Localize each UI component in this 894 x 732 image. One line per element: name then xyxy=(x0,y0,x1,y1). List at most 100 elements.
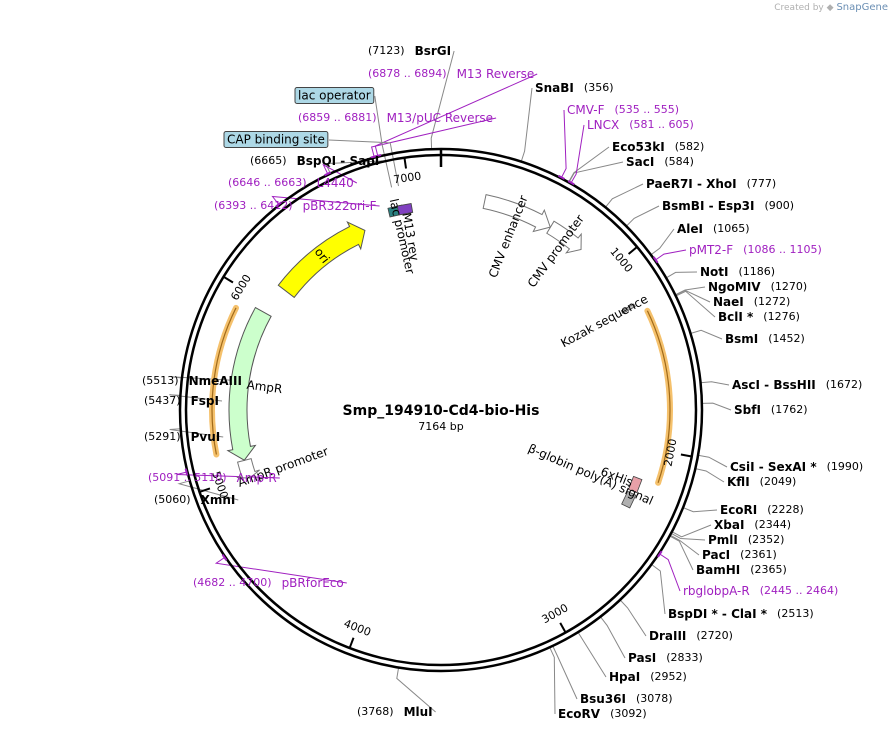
site-label-text: PacI(2361) xyxy=(702,548,777,562)
site-label-text: (6646 .. 6663)L4440 xyxy=(228,176,354,190)
site-position: (6646 .. 6663) xyxy=(228,176,307,189)
feature-cmv-enhancer[interactable] xyxy=(482,194,551,233)
site-label-text: BclI * (1276) xyxy=(718,310,800,324)
enzyme-ecori[interactable]: EcoRI(2228) xyxy=(720,503,804,517)
primer-m13-reverse[interactable]: (6878 .. 6894)M13 Reverse xyxy=(368,67,534,81)
site-position: (1990) xyxy=(827,460,864,473)
enzyme-paci[interactable]: PacI(2361) xyxy=(702,548,777,562)
feature-6xhis[interactable] xyxy=(627,475,643,494)
enzyme-alei[interactable]: AleI(1065) xyxy=(677,222,750,236)
enzyme-bsu36i[interactable]: Bsu36I(3078) xyxy=(580,692,673,706)
enzyme-csii-sexai[interactable]: CsiI - SexAI * (1990) xyxy=(730,460,863,474)
enzyme-bsrgi[interactable]: (7123)BsrGI xyxy=(368,44,451,58)
enzyme-bsmi[interactable]: BsmI(1452) xyxy=(725,332,805,346)
enzyme-bspqi-sapi[interactable]: (6665)BspQI - SapI xyxy=(250,154,379,168)
primer-pmt2-f[interactable]: pMT2-F(1086 .. 1105) xyxy=(689,243,822,257)
enzyme-saci[interactable]: SacI(584) xyxy=(626,155,694,169)
site-name: NotI xyxy=(700,265,729,279)
leader-line xyxy=(600,616,626,659)
feature-ampr-promoter[interactable] xyxy=(236,458,260,479)
enzyme-bspdi-clai[interactable]: BspDI * - ClaI *(2513) xyxy=(668,607,814,621)
primer-pbr322ori-f[interactable]: (6393 .. 6412)pBR322ori-F xyxy=(214,199,377,213)
feature-ori[interactable] xyxy=(277,220,366,299)
feature-ampr[interactable] xyxy=(226,306,272,461)
enzyme-naei[interactable]: NaeI(1272) xyxy=(713,295,790,309)
primer-amp-r[interactable]: (5091 .. 5110)Amp-R xyxy=(148,471,277,485)
enzyme-nmeaiii[interactable]: (5513)NmeAIII xyxy=(142,374,242,388)
enzyme-snabi[interactable]: SnaBI(356) xyxy=(535,81,614,95)
boxed-lac-operator[interactable]: lac operator xyxy=(294,87,375,104)
enzyme-xmni[interactable]: (5060)XmnI xyxy=(154,493,235,507)
enzyme-mlui[interactable]: (3768)MluI xyxy=(357,705,433,719)
feature-cmv-promoter[interactable] xyxy=(546,220,582,254)
leader-line xyxy=(169,394,223,402)
site-label-text: NgoMIV(1270) xyxy=(708,280,807,294)
site-position: (2720) xyxy=(696,629,733,642)
leader-line xyxy=(374,95,393,188)
enzyme-noti[interactable]: NotI(1186) xyxy=(700,265,775,279)
enzyme-fspi[interactable]: (5437)FspI xyxy=(144,394,219,408)
feature-m13-rev[interactable] xyxy=(396,203,414,216)
ruler-label: 6000 xyxy=(228,272,254,303)
site-position: (3768) xyxy=(357,705,394,718)
primer-rbglobpa-r[interactable]: rbglobpA-R(2445 .. 2464) xyxy=(683,584,838,598)
leader-line xyxy=(520,87,533,162)
label-leader-lines xyxy=(169,50,732,715)
leader-line xyxy=(682,507,718,513)
site-name: M13/pUC Reverse xyxy=(387,111,494,125)
site-position: (1276) xyxy=(763,310,800,323)
site-label-text: (5060)XmnI xyxy=(154,493,235,507)
enzyme-pvui[interactable]: (5291)PvuI xyxy=(144,430,220,444)
enzyme-bamhi[interactable]: BamHI(2365) xyxy=(696,563,787,577)
enzyme-paer7i-xhoi[interactable]: PaeR7I - XhoI(777) xyxy=(646,177,776,191)
enzyme-ngomiv[interactable]: NgoMIV(1270) xyxy=(708,280,807,294)
site-position: (1065) xyxy=(713,222,750,235)
enzyme-asci-bsshii[interactable]: AscI - BssHII(1672) xyxy=(732,378,862,392)
plasmid-backbone xyxy=(178,147,704,673)
site-name: CsiI - SexAI * xyxy=(730,460,817,474)
enzyme-eco53ki[interactable]: Eco53kI(582) xyxy=(612,140,704,154)
primer-lncx[interactable]: LNCX(581 .. 605) xyxy=(587,118,694,132)
enzyme-kfli[interactable]: KflI(2049) xyxy=(727,475,796,489)
enzyme-bcli[interactable]: BclI * (1276) xyxy=(718,310,800,324)
site-name: PmlI xyxy=(708,533,738,547)
enzyme-pasi[interactable]: PasI(2833) xyxy=(628,651,703,665)
site-position: (535 .. 555) xyxy=(614,103,679,116)
enzyme-draiii[interactable]: DraIII(2720) xyxy=(649,629,733,643)
primer-l4440[interactable]: (6646 .. 6663)L4440 xyxy=(228,176,354,190)
site-label-text: SnaBI(356) xyxy=(535,81,614,95)
enzyme-bsmbi-esp3i[interactable]: BsmBI - Esp3I(900) xyxy=(662,199,794,213)
primer-m13-puc-reverse[interactable]: (6859 .. 6881)M13/pUC Reverse xyxy=(298,111,493,125)
primer-cmv-f[interactable]: CMV-F(535 .. 555) xyxy=(567,103,679,117)
enzyme-pmli[interactable]: PmlI(2352) xyxy=(708,533,784,547)
site-name: Eco53kI xyxy=(612,140,665,154)
features[interactable] xyxy=(226,194,643,509)
leader-line xyxy=(177,480,239,501)
site-name: rbglobpA-R xyxy=(683,584,750,598)
site-position: (4682 .. 4700) xyxy=(193,576,272,589)
leader-line xyxy=(690,329,723,340)
ruler-label: 2000 xyxy=(662,438,680,468)
site-position: (2952) xyxy=(650,670,687,683)
enzyme-ecorv[interactable]: EcoRV(3092) xyxy=(558,707,647,721)
leader-line xyxy=(605,183,644,208)
site-name: BsmBI - Esp3I xyxy=(662,199,754,213)
site-name: Bsu36I xyxy=(580,692,626,706)
ruler-tick xyxy=(559,622,567,633)
feature-globin-poly-a-signal[interactable] xyxy=(621,490,637,509)
site-label-text: SbfI(1762) xyxy=(734,403,808,417)
enzyme-sbfi[interactable]: SbfI(1762) xyxy=(734,403,808,417)
site-name: BclI * xyxy=(718,310,754,324)
site-position: (5437) xyxy=(144,394,181,407)
boxed-label-text: CAP binding site xyxy=(227,133,325,147)
boxed-cap-binding-site[interactable]: CAP binding site xyxy=(223,131,329,148)
enzyme-hpai[interactable]: HpaI(2952) xyxy=(609,670,687,684)
feature-kozak-sequence[interactable] xyxy=(620,303,636,314)
leader-line xyxy=(670,532,706,541)
leader-line xyxy=(214,556,347,584)
enzyme-xbai[interactable]: XbaI(2344) xyxy=(714,518,791,532)
primer-pbrforeco[interactable]: (4682 .. 4700)pBRforEco xyxy=(193,576,344,590)
site-label-text: BsmI(1452) xyxy=(725,332,805,346)
